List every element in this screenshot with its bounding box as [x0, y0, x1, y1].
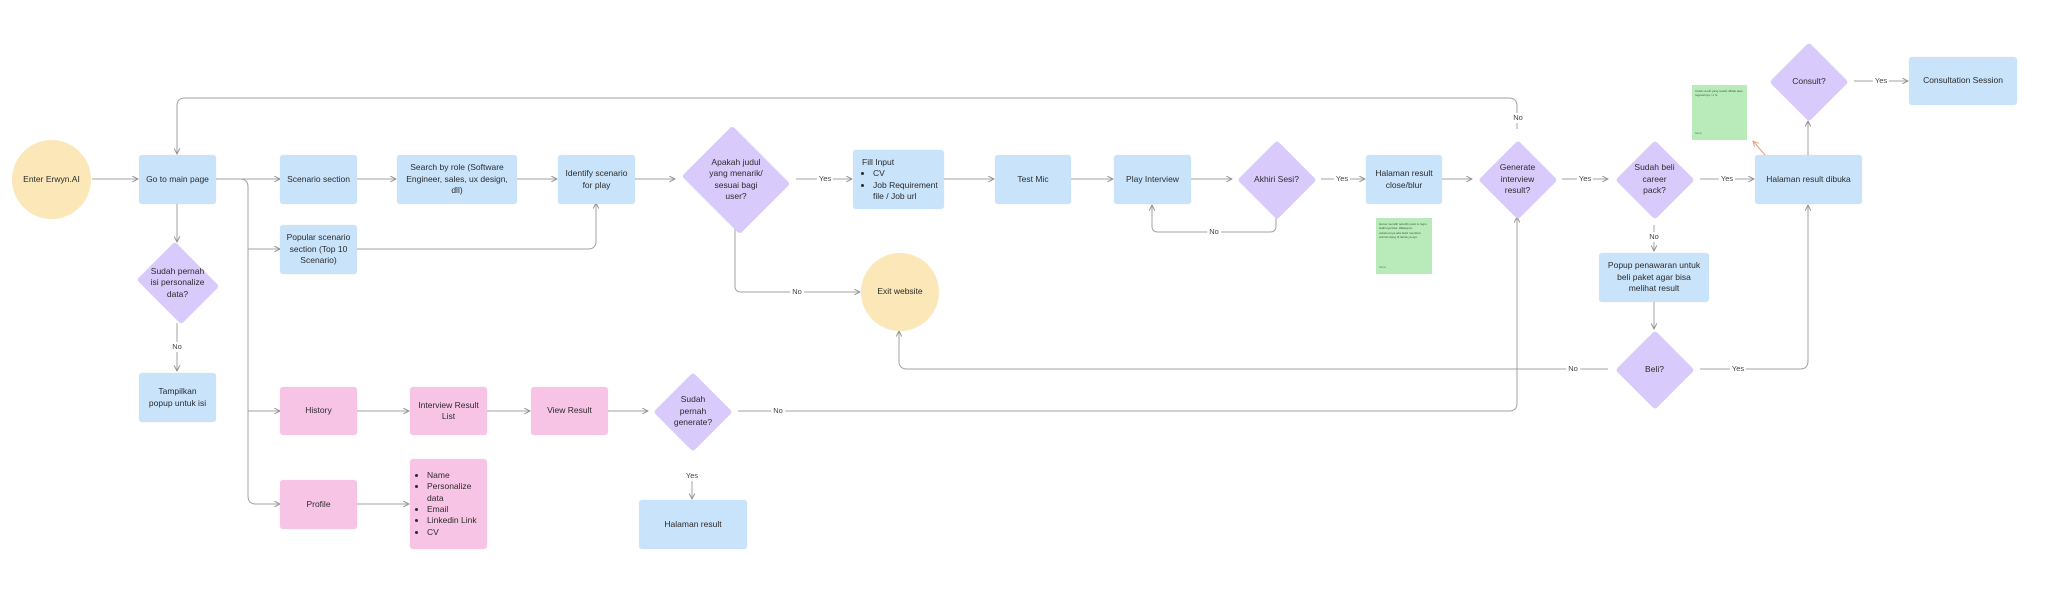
akhiri-sesi-decision: Akhiri Sesi?: [1232, 139, 1321, 220]
profile-node: Profile: [280, 480, 357, 529]
label-no-beli: No: [1566, 364, 1580, 374]
label-yes-generate: Yes: [1576, 174, 1594, 184]
enter-node: Enter Erwyn.AI: [12, 140, 91, 219]
scenario-section-node: Scenario section: [280, 155, 357, 204]
fill-input-item: Job Requirement file / Job url: [873, 180, 939, 203]
label-no-sudahgen: No: [771, 406, 785, 416]
profile-list-node: Name Personalize data Email Linkedin Lin…: [410, 459, 487, 549]
consultation-node: Consultation Session: [1909, 57, 2017, 105]
edge-dibuka-note: [1753, 141, 1766, 156]
fill-input-item: CV: [873, 168, 939, 179]
edge-beli-dibuka: [1700, 205, 1808, 370]
test-mic-node: Test Mic: [995, 155, 1071, 204]
sudah-isi-decision: Sudah pernah isi personalize data?: [122, 241, 233, 325]
profile-field-item: Email: [427, 504, 482, 515]
profile-field-item: CV: [427, 527, 482, 538]
sudah-beli-decision: Sudah beli career pack?: [1609, 139, 1700, 220]
history-node: History: [280, 387, 357, 435]
profile-field-item: Personalize data: [427, 481, 482, 504]
profile-field-item: Name: [427, 470, 482, 481]
fill-input-node: Fill Input CV Job Requirement file / Job…: [853, 150, 944, 209]
edge-popular-identify: [357, 203, 596, 250]
tampilkan-popup-node: Tampilkan popup untuk isi: [139, 373, 216, 422]
label-no-sudahisi: No: [170, 342, 184, 352]
identify-scenario-node: Identify scenario for play: [558, 155, 635, 204]
edge-generate-loop: [177, 97, 1518, 154]
halaman-result-node: Halaman result: [639, 500, 747, 549]
label-yes-akhiri: Yes: [1333, 174, 1351, 184]
halaman-dibuka-node: Halaman result dibuka: [1755, 155, 1862, 204]
play-interview-node: Play Interview: [1114, 155, 1191, 204]
label-no-akhiri: No: [1207, 227, 1221, 237]
edge-main-branch: [216, 178, 280, 504]
sticky-note: Harus memilih terlebih pack to login. Ha…: [1376, 218, 1432, 274]
sticky-note: Untuk result yang sudah dilihat atau reg…: [1692, 85, 1747, 140]
edge-apakah-exit: [734, 226, 860, 292]
label-yes-consult: Yes: [1872, 76, 1890, 86]
edge-sudahgen-generate: [738, 217, 1517, 412]
label-yes-sudahbeli: Yes: [1718, 174, 1736, 184]
beli-decision: Beli?: [1609, 329, 1700, 410]
fill-input-list: CV Job Requirement file / Job url: [862, 168, 939, 202]
label-yes-apakah: Yes: [816, 174, 834, 184]
label-yes-beli: Yes: [1729, 364, 1747, 374]
fill-input-title: Fill Input: [862, 156, 895, 167]
edge-beli-exit: [899, 331, 1608, 370]
main-page-node: Go to main page: [139, 155, 216, 204]
label-no-apakah: No: [790, 287, 804, 297]
sudah-generate-decision: Sudah pernah generate?: [648, 371, 738, 452]
profile-fields-list: Name Personalize data Email Linkedin Lin…: [416, 470, 482, 539]
consult-decision: Consult?: [1764, 41, 1854, 122]
search-role-node: Search by role (Software Engineer, sales…: [397, 155, 517, 204]
popup-penawaran-node: Popup penawaran untuk beli paket agar bi…: [1599, 253, 1709, 302]
halaman-close-node: Halaman result close/blur: [1366, 155, 1442, 204]
view-result-node: View Result: [531, 387, 608, 435]
interview-result-list-node: Interview Result List: [410, 387, 487, 435]
generate-decision: Generate interview result?: [1473, 139, 1562, 220]
label-no-sudahbeli: No: [1647, 232, 1661, 242]
exit-node: Exit website: [861, 253, 939, 331]
apakah-decision: Apakah judul yang menarik/ sesuai bagi u…: [676, 125, 796, 234]
label-yes-sudahgen: Yes: [683, 471, 701, 481]
label-no-generate: No: [1511, 113, 1525, 123]
popular-scenario-node: Popular scenario section (Top 10 Scenari…: [280, 225, 357, 274]
profile-field-item: Linkedin Link: [427, 515, 482, 526]
